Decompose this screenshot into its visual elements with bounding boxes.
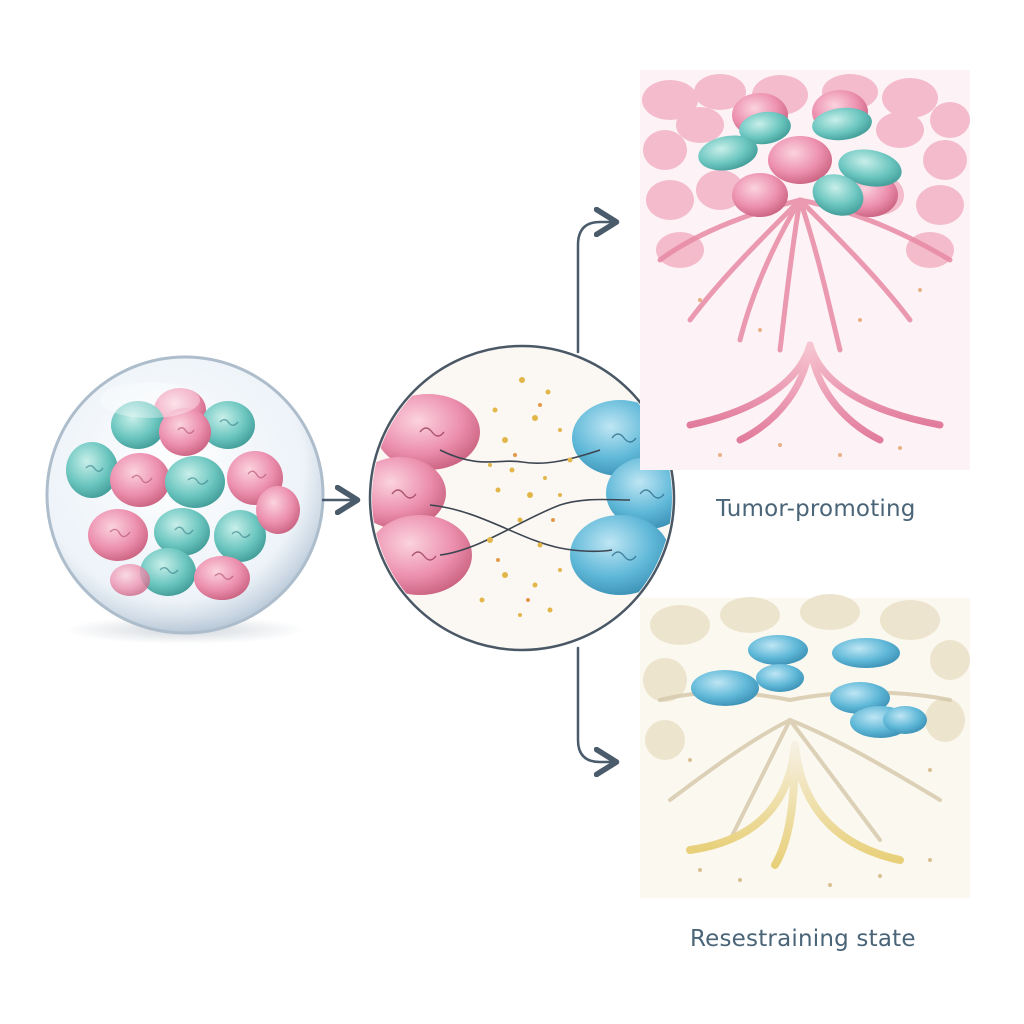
- restraining-state-label: Resestraining state: [690, 926, 916, 952]
- tumor-promoting-label: Tumor-promoting: [716, 496, 916, 522]
- pink-cell: [376, 394, 480, 470]
- blue-cell: [606, 457, 672, 529]
- branch-arrow-down: [576, 646, 614, 762]
- blue-cell: [570, 515, 670, 595]
- branch-arrow-up: [576, 222, 614, 354]
- pink-cell: [372, 515, 472, 595]
- cell-interaction-circle: [368, 344, 676, 652]
- organoid-cells: [66, 388, 300, 600]
- cream-tissue-panel: [640, 594, 970, 898]
- pink-tissue-panel: [640, 70, 970, 470]
- organoid-sphere: [45, 355, 325, 644]
- pink-cell: [372, 457, 446, 529]
